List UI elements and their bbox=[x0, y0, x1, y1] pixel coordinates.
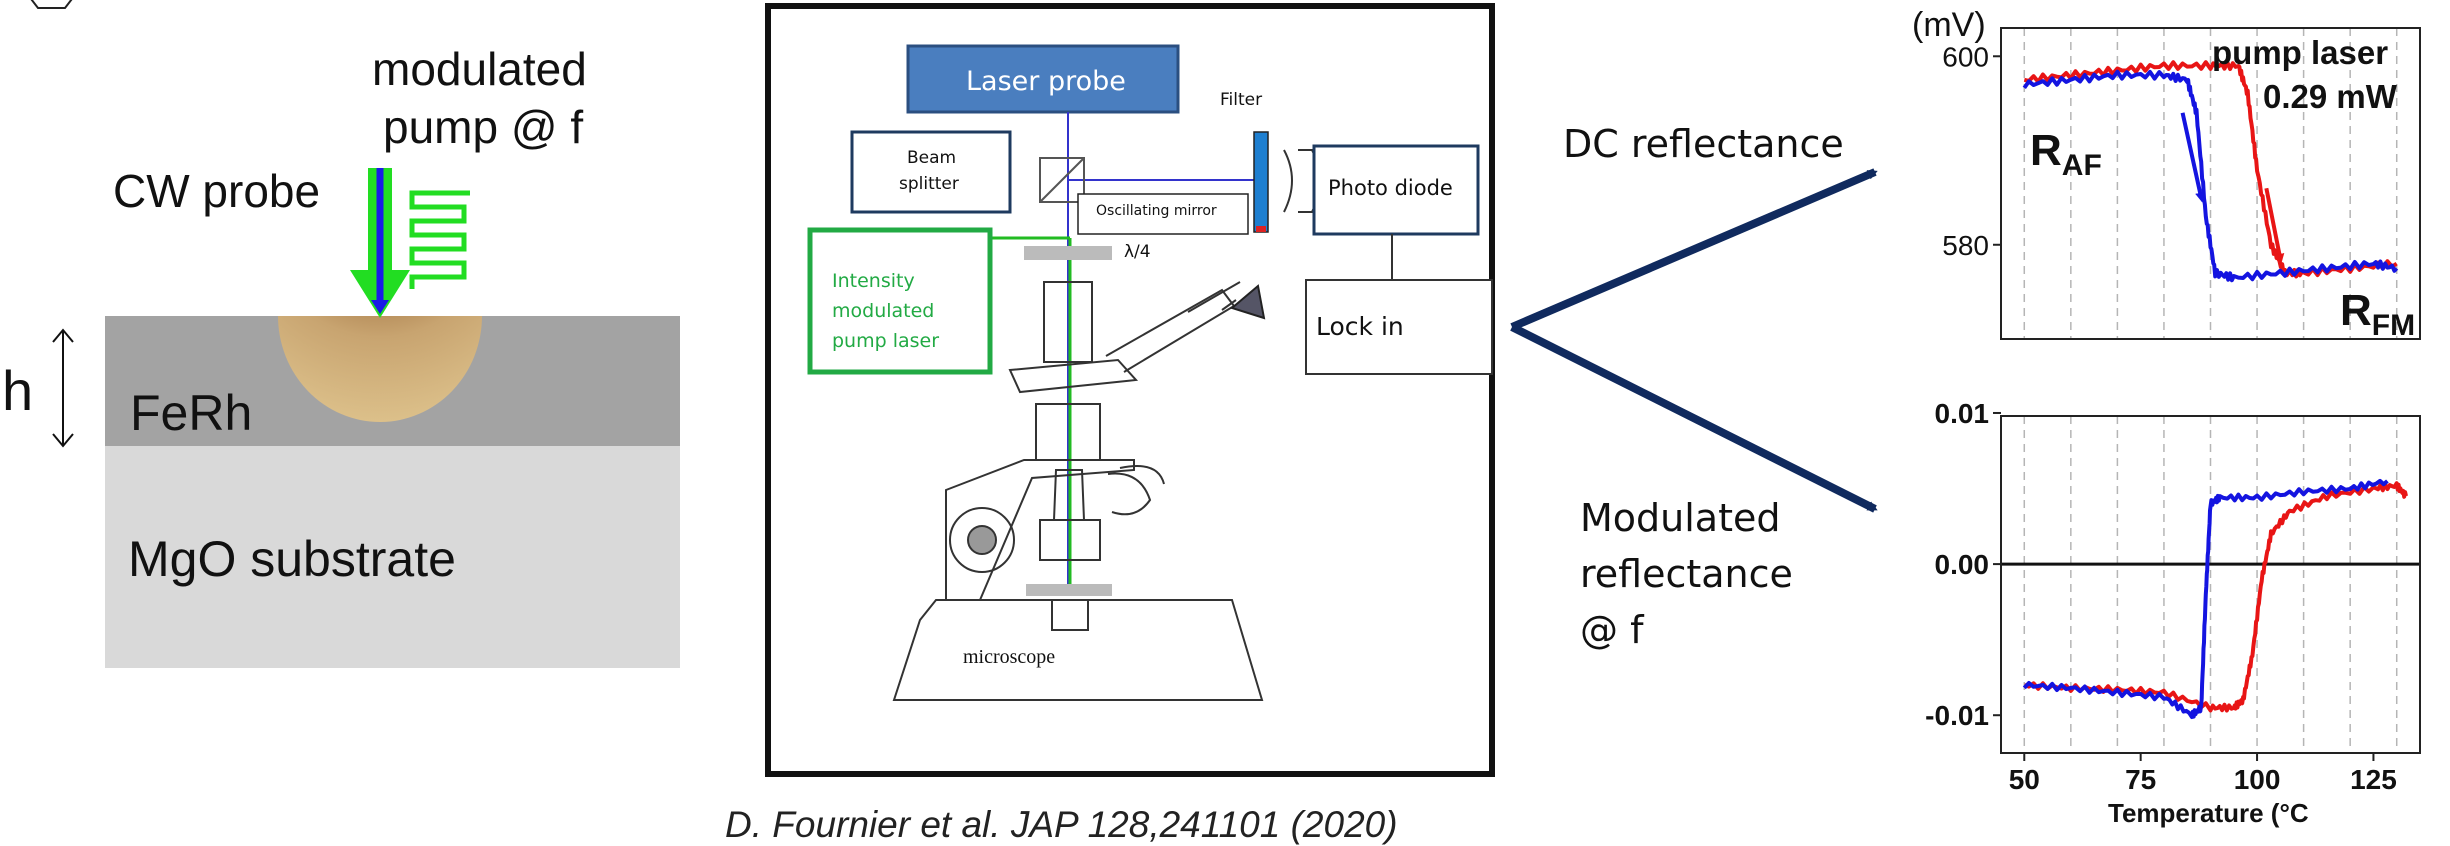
modulated-output-arrow bbox=[1510, 323, 1878, 513]
lock-in-box bbox=[1305, 279, 1493, 375]
corner-hexagon-fragment bbox=[30, 0, 73, 9]
citation: D. Fournier et al. JAP 128,241101 (2020) bbox=[725, 804, 1398, 845]
mgo-substrate-layer bbox=[105, 446, 680, 668]
laser-probe-label: Laser probe bbox=[966, 66, 1126, 97]
pump-label-line1: modulated bbox=[372, 43, 587, 95]
oscillating-mirror-label: Oscillating mirror bbox=[1096, 203, 1217, 219]
x-tick-label: 125 bbox=[2350, 764, 2397, 795]
series-line bbox=[2022, 478, 2389, 719]
photo-diode-label: Photo diode bbox=[1328, 176, 1453, 200]
oscillating-mirror-box bbox=[1077, 193, 1249, 235]
pump-annotation-line1: pump laser bbox=[2212, 34, 2389, 71]
filter-accent bbox=[1256, 226, 1266, 232]
r-af-sub: AF bbox=[2061, 148, 2102, 182]
y-tick-label: 0.01 bbox=[1935, 398, 1990, 429]
film-label: FeRh bbox=[130, 385, 253, 441]
modulated-reflectance-chart: 0.01 0.00 -0.01 50 75 100 125 bbox=[1925, 398, 2421, 795]
x-tick-label: 75 bbox=[2125, 764, 2156, 795]
dc-output-arrow bbox=[1510, 168, 1878, 331]
pump-probe-beam-icon bbox=[350, 168, 410, 318]
pump-laser-label-2: modulated bbox=[832, 300, 935, 322]
eyepiece-icon bbox=[1229, 284, 1266, 320]
series-line bbox=[2022, 69, 2399, 283]
beam-splitter-label-2: splitter bbox=[899, 174, 959, 194]
x-tick-label: 100 bbox=[2234, 764, 2281, 795]
cooling-direction-arrow bbox=[2180, 112, 2206, 203]
r-af-main: R bbox=[2030, 126, 2062, 175]
heating-direction-arrow bbox=[2264, 187, 2285, 264]
r-fm-label: RFM bbox=[2340, 286, 2415, 343]
thickness-label: h bbox=[2, 359, 34, 422]
microscope-stage bbox=[1026, 584, 1112, 596]
modulated-output-label-2: reflectance bbox=[1580, 552, 1793, 596]
y-tick-label: 0.00 bbox=[1935, 549, 1990, 580]
thickness-arrow bbox=[52, 328, 74, 448]
pump-label-line2: pump @ f bbox=[383, 101, 584, 153]
beam-splitter-label-1: Beam bbox=[907, 148, 957, 168]
laser-probe-box bbox=[906, 44, 1180, 114]
microscope-sketch bbox=[892, 281, 1264, 701]
photo-diode-box bbox=[1312, 144, 1480, 236]
dc-reflectance-chart: 600 580 bbox=[1942, 27, 2421, 340]
y-tick-label: -0.01 bbox=[1925, 700, 1989, 731]
lock-in-label: Lock in bbox=[1316, 312, 1404, 341]
beam-splitter-box bbox=[850, 130, 1012, 214]
pump-annotation-line2: 0.29 mW bbox=[2263, 78, 2397, 115]
chart-bottom-xlabel: Temperature (°C bbox=[2108, 798, 2309, 828]
y-tick-label: 600 bbox=[1942, 41, 1989, 72]
series-line bbox=[2023, 481, 2408, 713]
x-tick-label: 50 bbox=[2009, 764, 2040, 795]
pump-laser-box bbox=[807, 227, 993, 375]
probe-label: CW probe bbox=[113, 165, 321, 217]
modulated-output-label-3: @ f bbox=[1580, 608, 1644, 652]
modulated-output-label-1: Modulated bbox=[1580, 496, 1781, 540]
filter-label: Filter bbox=[1220, 90, 1263, 110]
quarter-wave-label: λ/4 bbox=[1124, 242, 1151, 262]
quarter-wave-plate bbox=[1024, 246, 1112, 260]
beam-splitter-cube bbox=[1039, 157, 1085, 203]
pump-laser-label-1: Intensity bbox=[832, 270, 915, 292]
r-fm-main: R bbox=[2340, 286, 2372, 335]
substrate-label: MgO substrate bbox=[128, 531, 456, 587]
filter-element bbox=[1253, 131, 1269, 233]
square-wave-icon bbox=[409, 190, 470, 289]
y-tick-label: 580 bbox=[1942, 230, 1989, 261]
dc-output-label: DC reflectance bbox=[1563, 122, 1844, 166]
r-af-label: RAF bbox=[2030, 126, 2102, 183]
plot-frame bbox=[2000, 415, 2421, 754]
heated-zone bbox=[278, 316, 482, 422]
setup-frame bbox=[765, 3, 1495, 777]
r-fm-sub: FM bbox=[2371, 308, 2416, 342]
microscope-label: microscope bbox=[963, 646, 1056, 668]
chart-top-ylabel: (mV) bbox=[1912, 6, 1986, 44]
pump-laser-label-3: pump laser bbox=[832, 330, 940, 352]
plot-frame bbox=[2000, 27, 2421, 340]
